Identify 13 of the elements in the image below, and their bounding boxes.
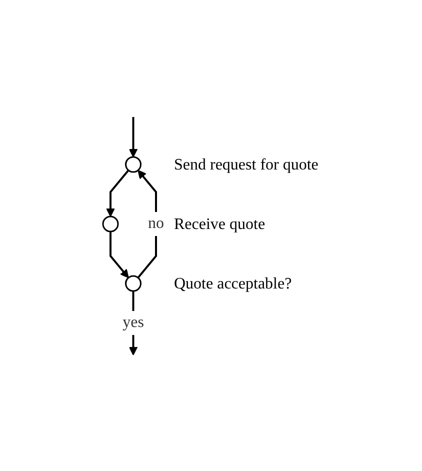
- arrow: [106, 169, 130, 216]
- edge-label: no: [148, 214, 164, 232]
- node-circle: [125, 274, 142, 292]
- arrow: [110, 231, 130, 278]
- arrow: [129, 290, 138, 355]
- arrow: [138, 169, 158, 278]
- node-circle: [102, 215, 120, 232]
- step-caption: Receive quote: [174, 216, 266, 232]
- node-circle: [125, 156, 142, 172]
- edge-label: yes: [122, 314, 144, 330]
- arrow: [129, 116, 138, 157]
- step-caption: Quote acceptable?: [174, 275, 292, 292]
- step-caption: Send request for quote: [174, 156, 319, 173]
